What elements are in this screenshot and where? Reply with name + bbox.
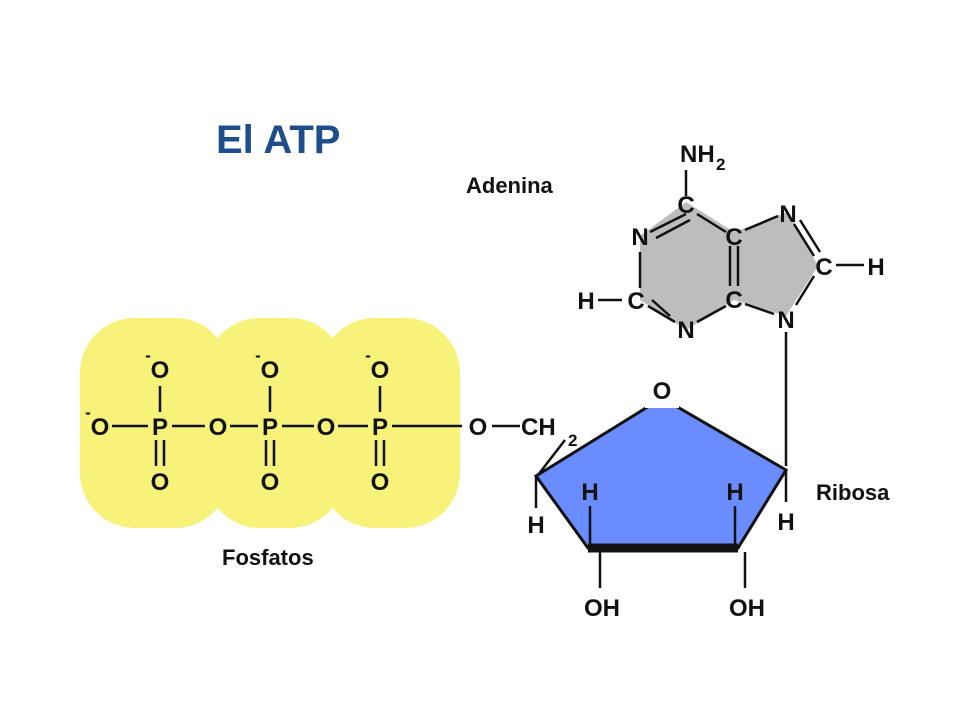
linker: O CH 2 — [469, 414, 577, 476]
atom-h: H — [577, 288, 594, 315]
atom-oh: OH — [584, 595, 620, 622]
atom-o: O — [261, 357, 280, 384]
phosphate-blob-2 — [205, 318, 345, 528]
ribose-pentagon — [533, 396, 789, 550]
charge-minus: - — [365, 346, 371, 365]
adenine-label: Adenina — [466, 173, 554, 198]
atom-ch: CH — [521, 414, 556, 441]
phosphate-blob-1 — [80, 318, 230, 528]
atom-o: O — [151, 469, 170, 496]
subscript-2: 2 — [568, 431, 577, 450]
atom-n: N — [677, 317, 694, 344]
subscript-2: 2 — [716, 155, 725, 174]
atom-c: C — [677, 192, 694, 219]
atom-p: P — [152, 414, 168, 441]
atom-p: P — [262, 414, 278, 441]
ribose-ring: O H H H H OH OH Ribosa — [527, 378, 890, 622]
phosphates-label: Fosfatos — [222, 545, 314, 570]
charge-minus: - — [255, 346, 261, 365]
charge-minus: - — [145, 346, 151, 365]
slide-title: El ATP — [216, 118, 341, 162]
ribose-label: Ribosa — [816, 480, 890, 505]
atom-n: N — [631, 224, 648, 251]
atom-c: C — [815, 254, 832, 281]
atom-c: C — [627, 288, 644, 315]
atom-p: P — [372, 414, 388, 441]
atom-o: O — [371, 469, 390, 496]
atom-oh: OH — [729, 595, 765, 622]
atom-o: O — [469, 414, 488, 441]
adenine-base: NH 2 C N C N C H C N C H N Adenina — [466, 141, 885, 466]
atom-c: C — [725, 224, 742, 251]
atom-h: H — [777, 509, 794, 536]
atom-o: O — [317, 414, 336, 441]
atom-o: O — [151, 357, 170, 384]
atom-h: H — [527, 512, 544, 539]
atom-n: N — [779, 201, 796, 228]
charge-minus: - — [85, 403, 91, 422]
ring-oxygen: O — [653, 378, 672, 405]
atom-o: O — [209, 414, 228, 441]
atom-nh: NH — [680, 141, 715, 168]
atom-h: H — [581, 479, 598, 506]
phosphate-groups: O - P O - O O P O - O O P O - O Fosfatos — [80, 318, 462, 570]
atom-o: O — [371, 357, 390, 384]
atom-o: O — [261, 469, 280, 496]
atom-c: C — [725, 287, 742, 314]
phosphate-blob-3 — [320, 318, 460, 528]
atom-h: H — [726, 479, 743, 506]
atom-n: N — [777, 307, 794, 334]
atom-o: O — [91, 414, 110, 441]
atom-h: H — [867, 254, 884, 281]
